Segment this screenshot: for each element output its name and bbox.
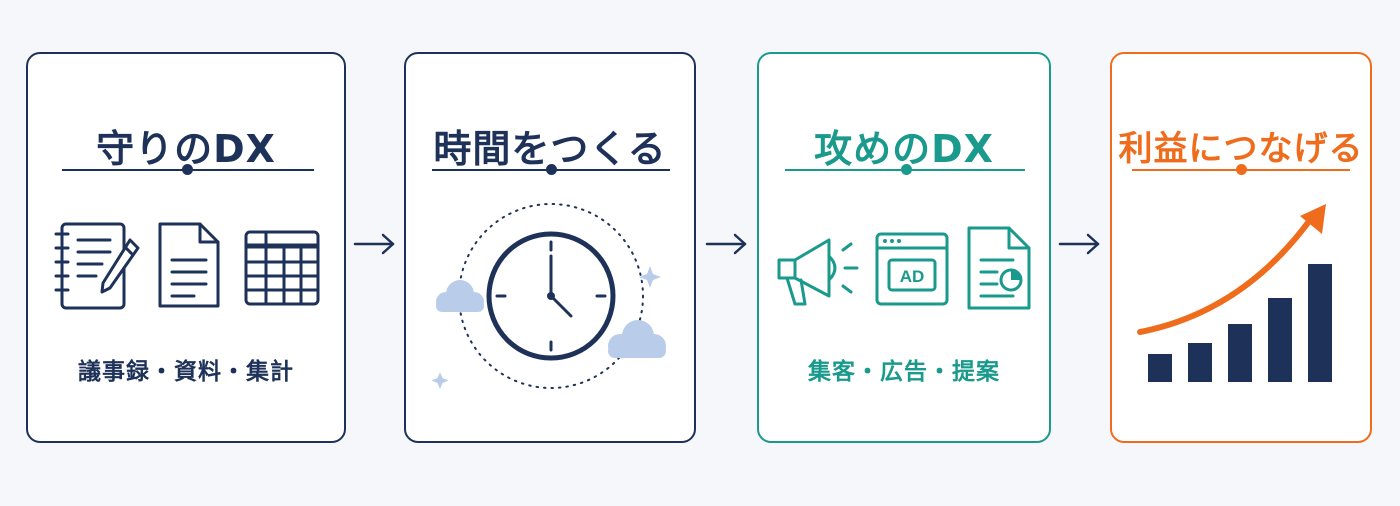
step-caption: 集客・広告・提案 xyxy=(808,359,1000,385)
notebook-pen-icon xyxy=(54,222,140,310)
step-card-profit: 利益につなげる xyxy=(1110,52,1372,443)
spreadsheet-icon xyxy=(244,230,320,306)
ad-window-icon: AD xyxy=(875,232,949,306)
divider-dot xyxy=(901,164,912,175)
divider-dot xyxy=(1236,164,1247,175)
step-title: 攻めのDX xyxy=(814,127,994,171)
cloud-icon xyxy=(436,280,484,312)
arrow-right-icon xyxy=(1058,233,1100,255)
sparkle-icon xyxy=(639,266,661,288)
divider-dot xyxy=(546,164,557,175)
step-card-offensive-dx: 攻めのDX AD xyxy=(757,52,1051,443)
step-card-defensive-dx: 守りのDX xyxy=(26,52,346,443)
trend-arrow-icon xyxy=(1137,217,1313,335)
ad-label: AD xyxy=(900,267,925,286)
step-title: 守りのDX xyxy=(96,127,276,171)
cloud-icon xyxy=(608,320,666,358)
step-title: 利益につなげる xyxy=(1118,129,1364,169)
step-caption: 議事録・資料・集計 xyxy=(78,359,294,385)
clock-icon xyxy=(431,203,661,389)
growth-bars-icon xyxy=(1137,204,1332,382)
divider-dot xyxy=(182,164,193,175)
document-icon xyxy=(158,222,220,308)
arrow-right-icon xyxy=(705,233,747,255)
step-title: 時間をつくる xyxy=(433,127,667,171)
sparkle-icon xyxy=(431,372,449,389)
report-chart-icon xyxy=(967,226,1031,310)
arrow-right-icon xyxy=(353,233,395,255)
step-card-create-time: 時間をつくる xyxy=(404,52,696,443)
megaphone-icon xyxy=(777,238,859,306)
